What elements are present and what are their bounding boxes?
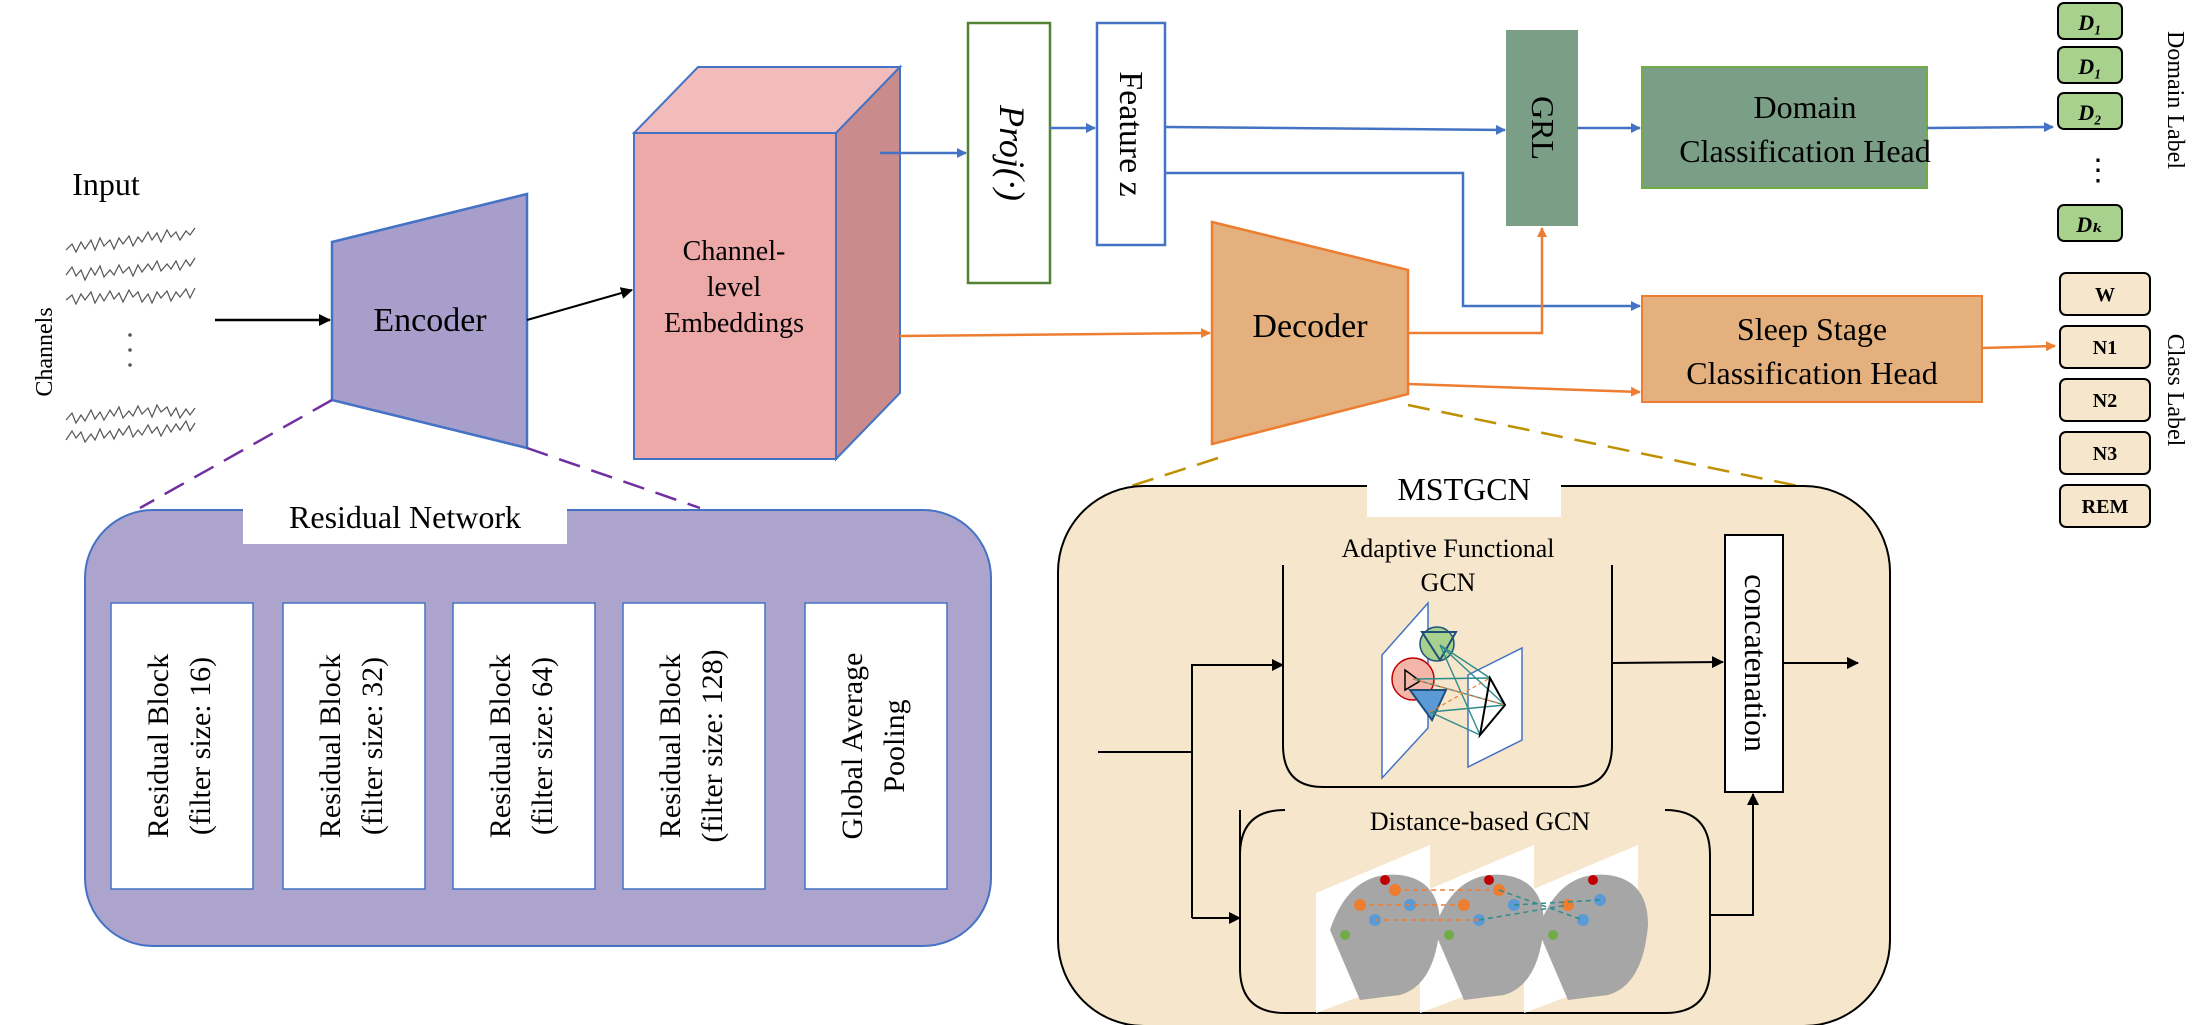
embeddings-label-line3: Embeddings: [664, 308, 804, 339]
channels-label: Channels: [32, 307, 58, 396]
class-label-text: N3: [2093, 443, 2117, 465]
distance-gcn-label: Distance-based GCN: [1370, 807, 1590, 836]
adaptive-gcn-line2: GCN: [1421, 568, 1476, 597]
class-label-list: W N1 N2 N3 REM: [2059, 272, 2151, 528]
domain-head-line2: Classification Head: [1679, 133, 1930, 169]
domain-label-text: Dₖ: [2075, 212, 2103, 237]
feature-label: Feature z: [1112, 71, 1149, 197]
encoder-label: Encoder: [373, 302, 487, 339]
residual-network-title: Residual Network: [289, 499, 521, 535]
domain-head-line1: Domain: [1753, 89, 1856, 125]
encoder-to-embeddings-arrow: [526, 287, 633, 321]
residual-block-4: Residual Block (filter size: 128): [622, 602, 766, 890]
domain-label-box: [2057, 2, 2123, 40]
domain-label-text: D₁: [2077, 10, 2102, 35]
residual-block-1: Residual Block (filter size: 16): [110, 602, 254, 890]
grl-label: GRL: [1525, 96, 1561, 160]
domain-label-title: Domain Label: [2162, 31, 2188, 169]
residual-block-line2: (filter size: 64): [526, 657, 559, 835]
to-adaptive-gcn-arrow: [1191, 659, 1284, 752]
domain-head-to-labels-arrow: [1926, 122, 2054, 133]
decoder-to-grl-arrow: [1408, 227, 1547, 335]
domain-label-ellipsis: ⋮: [2083, 154, 2113, 187]
concatenation-label: concatenation: [1738, 574, 1774, 752]
domain-label-text: D₂: [2077, 100, 2102, 125]
residual-block-line1: Residual Block: [314, 654, 347, 838]
distance-to-concat-arrow: [1710, 793, 1759, 916]
decoder-zoom-dash-right: [1407, 403, 1809, 490]
sleep-head-line1: Sleep Stage: [1737, 311, 1887, 347]
graph-illustration: [1381, 601, 1523, 780]
feature-block: [1095, 21, 1167, 247]
domain-label-box: [2057, 46, 2123, 84]
adaptive-to-concat-arrow: [1611, 656, 1724, 669]
embeddings-label-line1: Channel-: [683, 236, 786, 267]
pooling-line1: Global Average: [836, 653, 869, 840]
encoder-zoom-dash-right: [526, 446, 701, 510]
embeddings-label-line2: level: [707, 272, 762, 303]
proj-label: Proj(·): [992, 104, 1032, 201]
decoder-label: Decoder: [1252, 308, 1368, 345]
sleep-head-to-labels-arrow: [1981, 341, 2056, 352]
domain-label-text: D₁: [2077, 54, 2102, 79]
class-label-box: [2059, 431, 2151, 475]
channel-embeddings-cube: [631, 64, 903, 462]
decoder-block: [1210, 220, 1410, 446]
pooling-line2: Pooling: [878, 699, 911, 792]
input-title: Input: [72, 166, 140, 202]
class-label-text: W: [2095, 284, 2115, 306]
class-label-text: REM: [2082, 496, 2129, 518]
adaptive-gcn-line1: Adaptive Functional: [1341, 534, 1554, 563]
embeddings-to-decoder-arrow: [899, 328, 1211, 339]
domain-label-box: [2057, 204, 2123, 242]
class-label-box: [2059, 325, 2151, 369]
residual-network-title-bg: [243, 492, 567, 544]
decoder-to-sleep-head-arrow: [1407, 382, 1641, 397]
residual-block-2: Residual Block (filter size: 32): [282, 602, 426, 890]
channel-ellipsis-dots: [128, 333, 132, 367]
feature-to-sleep-head-arrow: [1165, 171, 1641, 311]
residual-block-line2: (filter size: 16): [184, 657, 217, 835]
feature-to-grl-arrow: [1164, 124, 1506, 135]
eeg-signal-waveforms: [65, 227, 196, 444]
global-average-pooling-block: Global Average Pooling: [804, 602, 948, 890]
domain-classification-head: [1641, 66, 1928, 189]
sleep-stage-classification-head: [1641, 295, 1983, 403]
class-label-box: [2059, 484, 2151, 528]
brain-maps-illustration: [1316, 845, 1648, 1013]
class-label-text: N2: [2093, 390, 2117, 412]
class-label-text: N1: [2093, 337, 2117, 359]
domain-label-list: D₁ D₁ D₂ ⋮ Dₖ: [2057, 2, 2123, 242]
residual-block-line1: Residual Block: [484, 654, 517, 838]
adaptive-gcn-box: [1282, 565, 1613, 788]
residual-block-line2: (filter size: 128): [696, 649, 729, 842]
sleep-head-line2: Classification Head: [1686, 355, 1937, 391]
mstgcn-title-bg: [1367, 465, 1561, 517]
residual-block-line2: (filter size: 32): [356, 657, 389, 835]
mstgcn-title: MSTGCN: [1397, 471, 1530, 507]
residual-block-line1: Residual Block: [142, 654, 175, 838]
encoder-zoom-dash-left: [139, 398, 333, 510]
class-label-box: [2059, 272, 2151, 316]
residual-block-line1: Residual Block: [654, 654, 687, 838]
decoder-zoom-dash-left: [1124, 456, 1219, 490]
residual-block-3: Residual Block (filter size: 64): [452, 602, 596, 890]
class-label-box: [2059, 378, 2151, 422]
domain-label-box: [2057, 92, 2123, 130]
distance-gcn-box: [1239, 809, 1711, 1014]
proj-block: [966, 21, 1052, 285]
class-label-title: Class Label: [2162, 334, 2188, 447]
